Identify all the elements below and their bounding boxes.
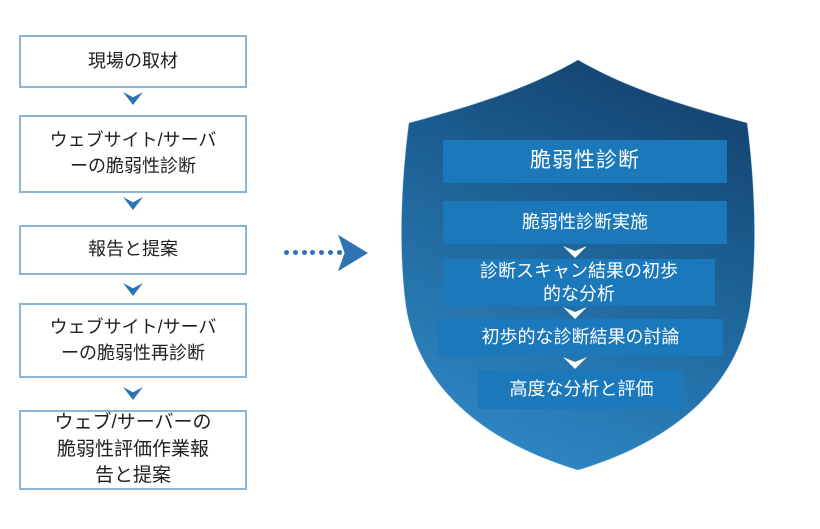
shield-step-label: 診断スキャン結果の初歩 的な分析 [480, 261, 678, 304]
chevron-down-icon [123, 387, 143, 400]
flow-step-label: 現場の取材 [88, 50, 178, 71]
flow-step-re-diagnosis: ウェブサイト/サーバ ーの脆弱性再診断 [19, 303, 247, 378]
shield-step-label: 初歩的な診断結果の討論 [481, 327, 680, 348]
shield-title: 脆弱性診断 [443, 140, 727, 183]
flow-step-vulnerability-diagnosis: ウェブサイト/サーバ ーの脆弱性診断 [19, 115, 247, 193]
shield-title-label: 脆弱性診断 [530, 149, 640, 173]
arrow-dots [284, 250, 342, 255]
arrow-head [338, 234, 368, 272]
flow-step-evaluation-report: ウェブ/サーバーの 脆弱性評価作業報 告と提案 [19, 410, 247, 490]
shield-step-results-discussion: 初歩的な診断結果の討論 [438, 319, 723, 356]
flow-step-report-proposal: 報告と提案 [19, 225, 247, 275]
shield-step-scan-analysis: 診断スキャン結果の初歩 的な分析 [443, 259, 715, 306]
chevron-down-icon [123, 283, 143, 296]
flow-step-field-interview: 現場の取材 [19, 35, 247, 88]
shield-step-label: 脆弱性診断実施 [522, 212, 648, 233]
flow-step-label: 報告と提案 [88, 239, 178, 260]
flow-step-label: ウェブサイト/サーバ ーの脆弱性再診断 [49, 316, 217, 363]
shield-step-diagnosis-implementation: 脆弱性診断実施 [443, 201, 727, 244]
shield-step-label: 高度な分析と評価 [509, 379, 654, 400]
dotted-arrow-right-icon [284, 233, 370, 273]
flow-step-label: ウェブサイト/サーバ ーの脆弱性診断 [49, 130, 217, 176]
shield-step-advanced-analysis: 高度な分析と評価 [478, 370, 685, 409]
chevron-down-icon [123, 197, 143, 210]
chevron-down-icon [123, 92, 143, 105]
flow-step-label: ウェブ/サーバーの 脆弱性評価作業報 告と提案 [54, 411, 212, 487]
